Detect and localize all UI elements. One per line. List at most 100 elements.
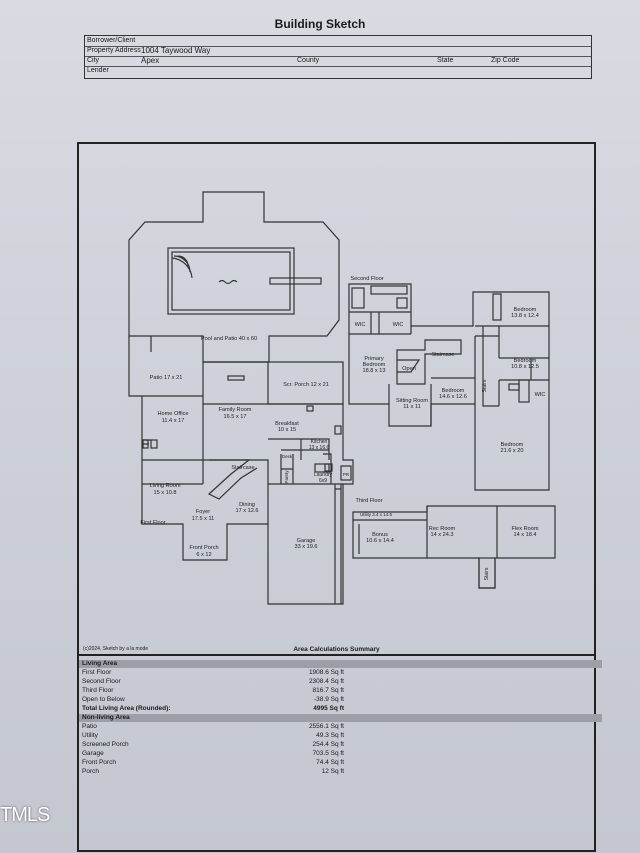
kitchen-label: Kitchen <box>311 439 328 445</box>
kitchen-size: 13 x 16.6 <box>309 445 330 451</box>
summary-row-label: Patio <box>82 723 97 730</box>
dining-size: 17 x 12.6 <box>235 508 258 514</box>
laundry-size: 6x9 <box>319 478 327 484</box>
sitting-room-label: Sitting Room <box>396 398 428 404</box>
bedroom-5-label: Bedroom <box>501 442 524 448</box>
flex-room-label: Flex Room <box>511 526 538 532</box>
bonus-label: Bonus <box>372 532 388 538</box>
summary-row: First Floor 1908.6 Sq ft <box>82 669 344 677</box>
family-room-size: 16.5 x 17 <box>223 414 246 420</box>
summary-row-label: Porch <box>82 768 99 775</box>
summary-row-value: 12 Sq ft <box>321 768 344 775</box>
city-row: City Apex County State Zip Code <box>85 56 591 67</box>
wic-label-3: WIC <box>535 392 546 398</box>
borrower-label: Borrower/Client <box>87 37 136 44</box>
foyer-label: Foyer <box>196 509 210 515</box>
foyer-size: 17.5 x 11 <box>192 516 215 522</box>
mls-watermark: TMLS <box>0 804 50 826</box>
summary-row-label: Utility <box>82 732 98 739</box>
first-floor-label: First Floor <box>140 520 165 526</box>
summary-row-label: Second Floor <box>82 678 121 685</box>
summary-row: Screened Porch 254.4 Sq ft <box>82 741 344 749</box>
stairs-label-second: Stairs <box>482 379 488 392</box>
second-floor-label: Second Floor <box>350 276 383 282</box>
summary-row-label: Front Porch <box>82 759 116 766</box>
property-info-table: Borrower/Client Property Address 1004 Ta… <box>84 35 592 79</box>
address-value: 1004 Taywood Way <box>141 46 211 55</box>
staircase-label-first: Staircase <box>231 465 254 471</box>
summary-row: Second Floor 2308.4 Sq ft <box>82 678 344 686</box>
city-value: Apex <box>141 56 160 65</box>
pantry-label: Pantry <box>284 470 289 484</box>
lender-label: Lender <box>87 67 109 74</box>
state-label: State <box>437 57 454 64</box>
open-label: Open <box>402 366 416 372</box>
primary-bedroom-label: Primary <box>364 356 383 362</box>
borrower-row: Borrower/Client <box>85 36 591 47</box>
summary-row: Third Floor 816.7 Sq ft <box>82 687 344 695</box>
summary-row-label: Screened Porch <box>82 741 129 748</box>
zip-label: Zip Code <box>491 57 520 64</box>
wic-label-1: WIC <box>355 322 366 328</box>
total-living-label: Total Living Area (Rounded): <box>82 705 171 712</box>
summary-row-value: 1908.6 Sq ft <box>308 669 344 676</box>
summary-row: Garage 703.5 Sq ft <box>82 750 344 758</box>
summary-row: Porch 12 Sq ft <box>82 768 344 776</box>
summary-row-value: 254.4 Sq ft <box>312 741 344 748</box>
summary-row-value: 703.5 Sq ft <box>312 750 344 757</box>
summary-row: Front Porch 74.4 Sq ft <box>82 759 344 767</box>
laundry-label: Laundry <box>314 472 333 478</box>
front-porch-label: Front Porch <box>189 545 218 551</box>
pool-patio-label: Pool and Patio 40 x 60 <box>201 336 257 342</box>
bonus-size: 10.6 x 14.4 <box>366 538 394 544</box>
summary-row-label: First Floor <box>82 669 112 676</box>
family-room-label: Family Room <box>219 407 252 413</box>
flex-room-size: 14 x 18.4 <box>513 532 536 538</box>
area-summary: (c)2024, Sketch by a la mode Area Calcul… <box>79 646 602 852</box>
nonliving-area-band: Non-living Area <box>79 714 602 722</box>
bedroom-4-size: 10.8 x 12.5 <box>511 364 539 370</box>
summary-row-value: -38.9 Sq ft <box>314 696 344 703</box>
bedroom-4-label: Bedroom <box>514 358 537 364</box>
living-room-size: 15 x 10.8 <box>153 490 176 496</box>
breakfast-size: 10 x 15 <box>278 427 296 433</box>
living-room-label: Living Room <box>149 483 180 489</box>
dining-label: Dining <box>239 502 255 508</box>
summary-row-label: Third Floor <box>82 687 114 694</box>
bedroom-5-size: 21.6 x 20 <box>500 448 523 454</box>
primary-bedroom-size: 18.8 x 13 <box>362 368 385 374</box>
bedroom-2-size: 14.6 x 12.6 <box>439 394 467 400</box>
total-living-value: 4995 Sq ft <box>313 705 344 712</box>
summary-row-value: 74.4 Sq ft <box>316 759 344 766</box>
pool-outline <box>167 247 295 315</box>
summary-row-label: Open to Below <box>82 696 125 703</box>
summary-row: Patio 2556.1 Sq ft <box>82 723 344 731</box>
utility-label: Utility 3.4 x 14.5 <box>360 512 393 517</box>
third-floor-label: Third Floor <box>355 498 382 504</box>
wic-label-2: WIC <box>393 322 404 328</box>
nonliving-area-header: Non-living Area <box>82 714 130 721</box>
floor-plan: Pool and Patio 40 x 60 Patio 17 x 21 Scr… <box>128 191 556 605</box>
garage-label: Garage <box>297 538 316 544</box>
summary-row-label: Garage <box>82 750 104 757</box>
summary-row: Utility 49.3 Sq ft <box>82 732 344 740</box>
primary-bedroom-label-2: Bedroom <box>363 362 386 368</box>
summary-row-value: 2556.1 Sq ft <box>308 723 344 730</box>
address-row: Property Address 1004 Taywood Way <box>85 46 591 57</box>
summary-row-value: 816.7 Sq ft <box>312 687 344 694</box>
bedroom-3-label: Bedroom <box>514 307 537 313</box>
summary-row-value: 2308.4 Sq ft <box>308 678 344 685</box>
city-label: City <box>87 57 100 64</box>
rec-room-label: Rec Room <box>429 526 456 532</box>
sketch-credit: (c)2024, Sketch by a la mode <box>83 646 149 652</box>
home-office-size: 11.4 x 17 <box>162 418 185 424</box>
patio-label: Patio 17 x 21 <box>150 375 183 381</box>
front-porch-size: 6 x 12 <box>196 552 211 558</box>
total-living-row: Total Living Area (Rounded): 4995 Sq ft <box>82 705 344 713</box>
summary-row: Open to Below -38.9 Sq ft <box>82 696 344 704</box>
living-area-header: Living Area <box>82 660 118 667</box>
sitting-room-size: 11 x 11 <box>403 404 421 410</box>
breakfast-label: Breakfast <box>275 421 299 427</box>
garage-size: 33 x 19.6 <box>294 544 317 550</box>
area-summary-title: Area Calculations Summary <box>293 646 380 653</box>
